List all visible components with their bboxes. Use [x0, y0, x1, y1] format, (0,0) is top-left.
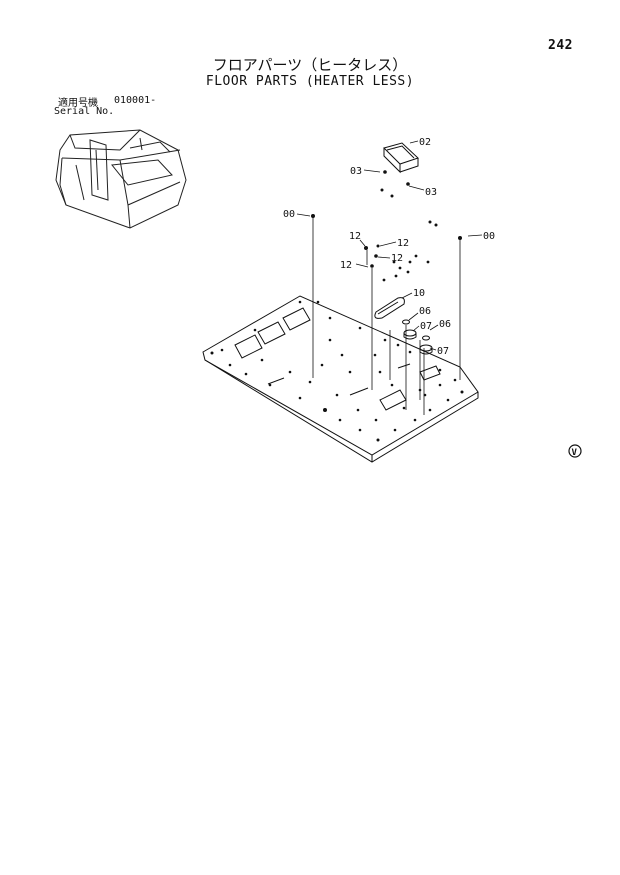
callout-12-c: 12: [391, 253, 403, 264]
corner-mark-letter: V: [572, 448, 578, 458]
callout-10: 10: [413, 288, 425, 299]
callout-06-a: 06: [419, 306, 431, 317]
callout-03-left: 03: [350, 166, 362, 177]
page-title-japanese: フロアパーツ（ヒータレス）: [212, 56, 408, 74]
machine-thumbnail: [55, 129, 187, 229]
callout-00-right: 00: [483, 231, 495, 242]
callout-12-d: 12: [340, 260, 352, 271]
callout-03-right: 03: [425, 187, 437, 198]
callout-00-left: 00: [283, 209, 295, 220]
serial-code: 010001-: [114, 95, 157, 106]
callout-12-b: 12: [397, 238, 409, 249]
callout-02: 02: [419, 137, 431, 148]
tray-part-02: [383, 142, 419, 174]
serial-label-japanese: 適用号機: [58, 98, 98, 109]
pad-part-10: [374, 297, 405, 319]
callout-06-b: 06: [439, 319, 451, 330]
leader-lines: [296, 140, 483, 415]
floor-plate: [202, 295, 479, 463]
serial-label-english: Serial No.: [54, 106, 115, 117]
page-title-english: FLOOR PARTS (HEATER LESS): [205, 74, 415, 89]
page-number: 242: [548, 38, 573, 53]
floor-holes: [210, 300, 464, 442]
small-fasteners: [311, 170, 462, 282]
plug-parts-06-07: [402, 319, 433, 355]
corner-mark: V: [568, 444, 582, 458]
callout-12-a: 12: [349, 231, 361, 242]
callout-07-a: 07: [420, 321, 432, 332]
callout-07-b: 07: [437, 346, 449, 357]
